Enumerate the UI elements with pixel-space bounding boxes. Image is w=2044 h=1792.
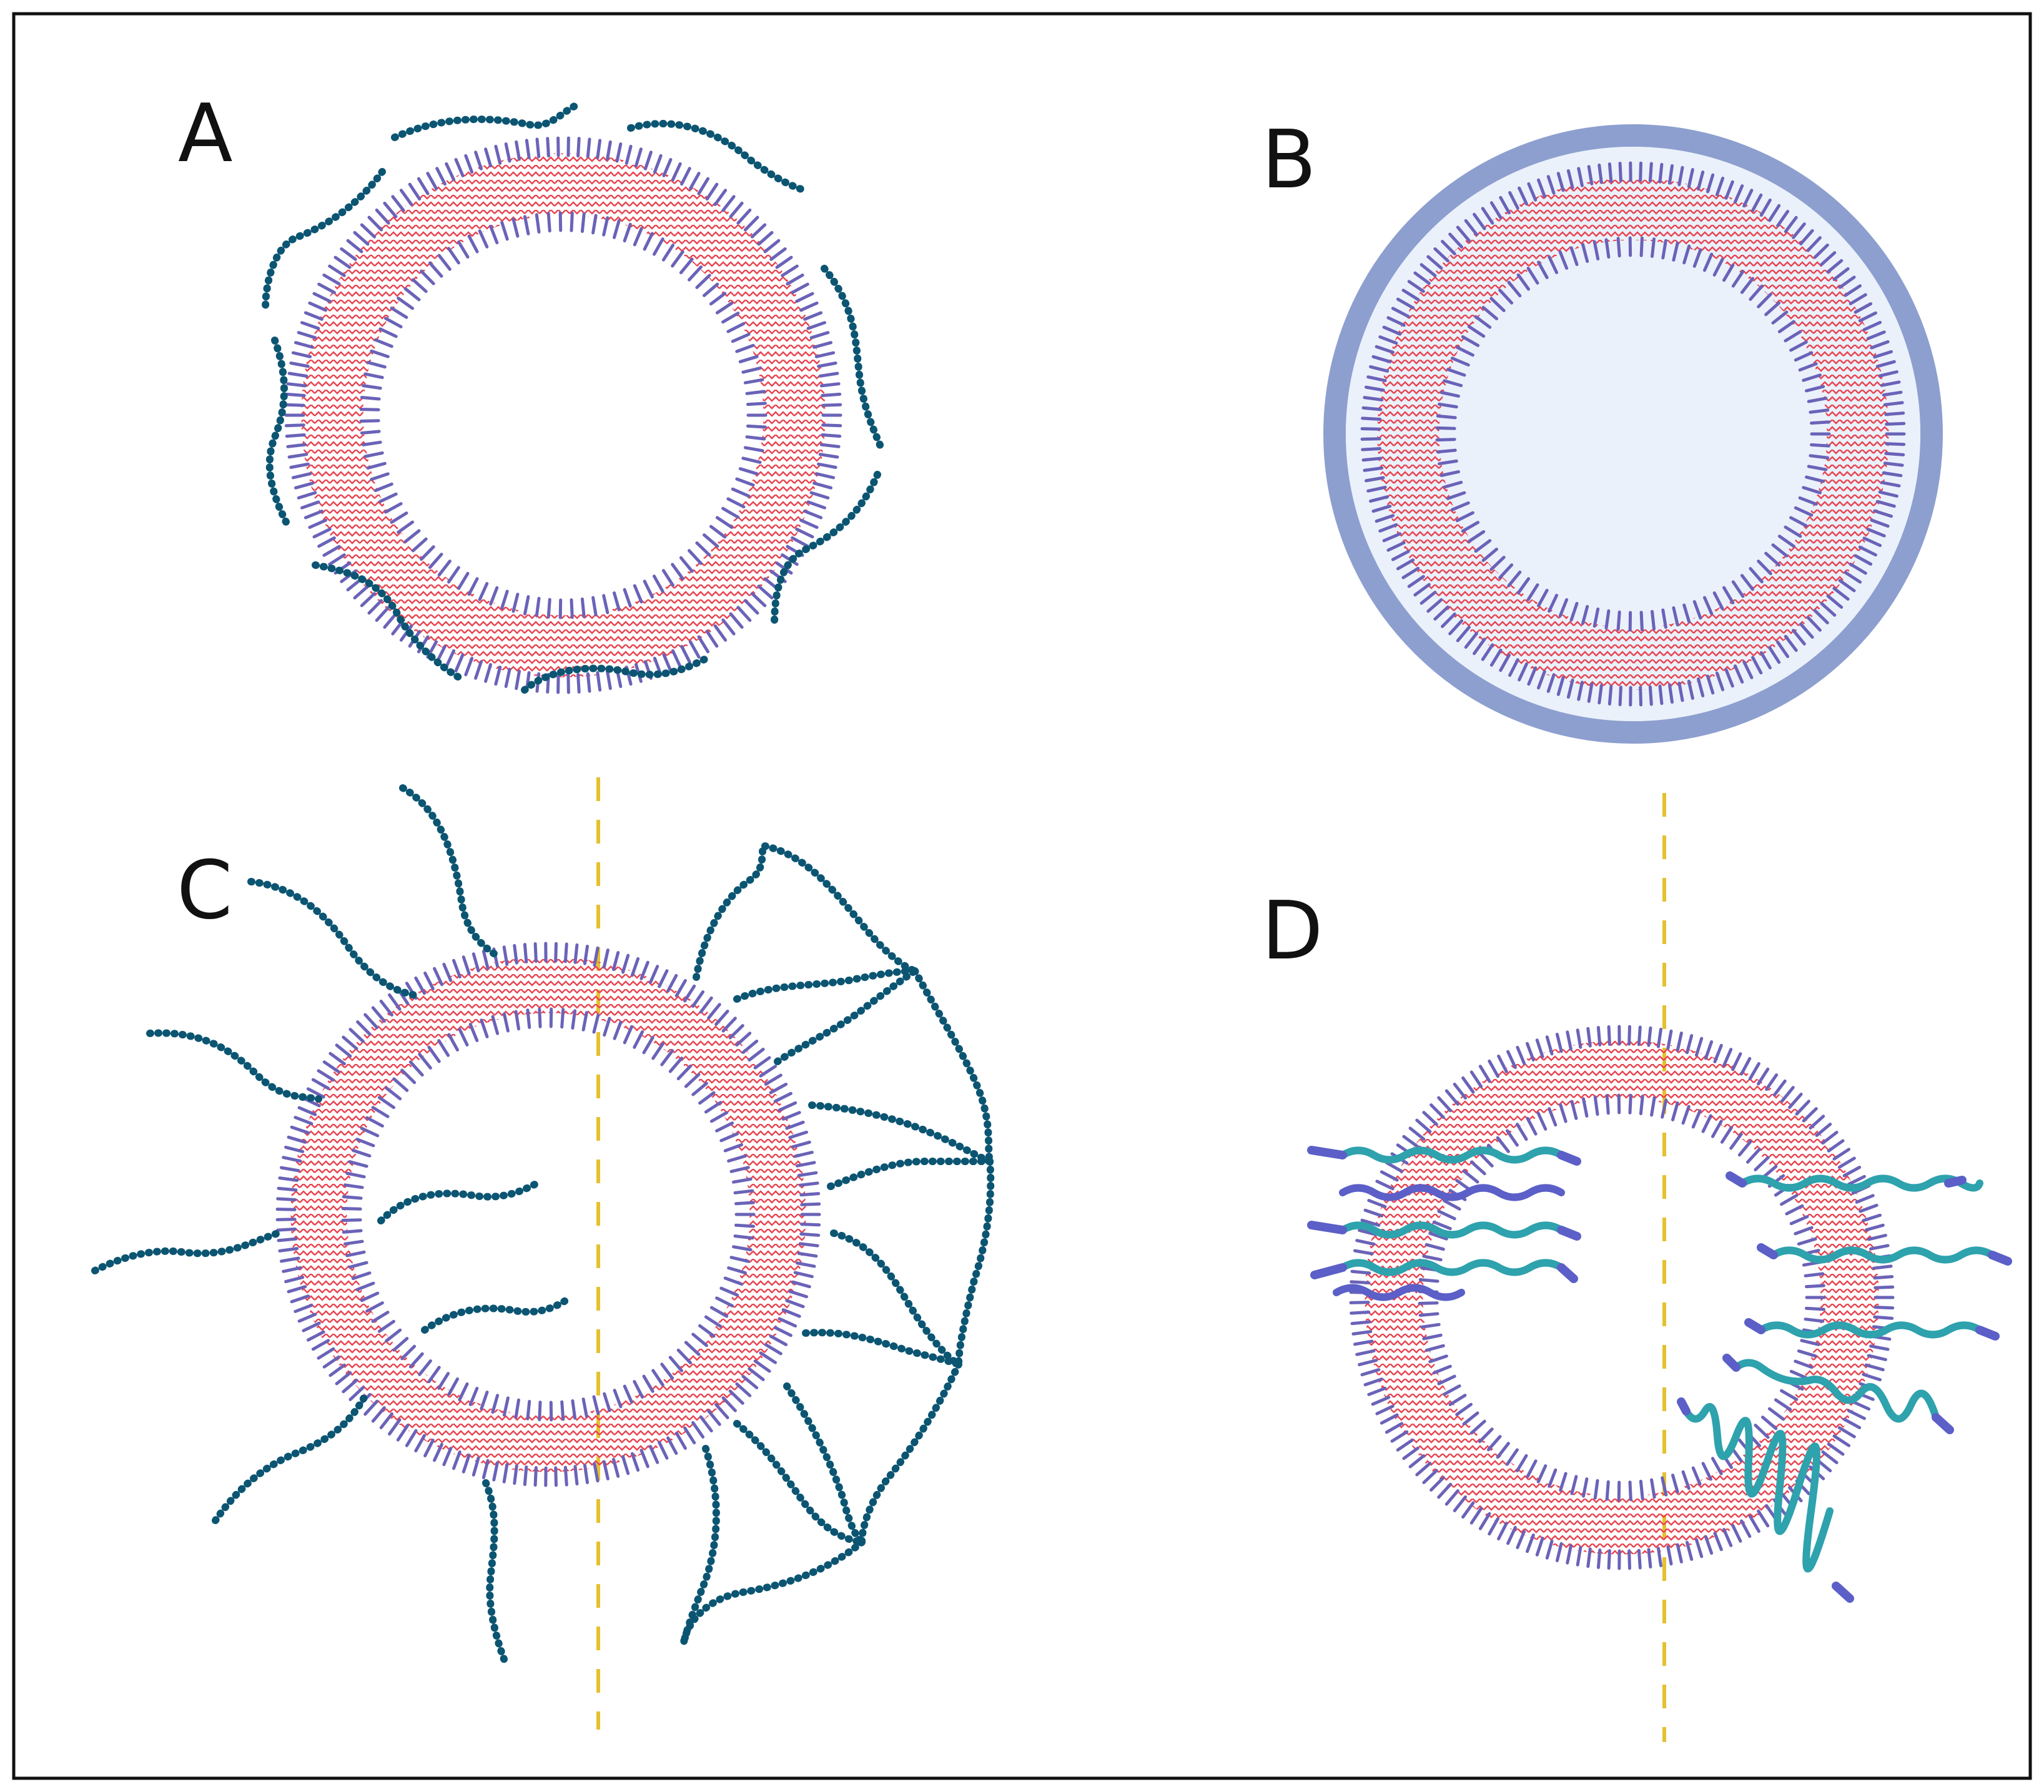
inserted-chain-end xyxy=(1307,1146,1347,1159)
inner-lipid-heads xyxy=(359,211,768,619)
polymer-chain xyxy=(91,1229,282,1274)
polymer-chain xyxy=(212,1392,369,1524)
polymer-chain xyxy=(421,1295,572,1334)
polymer-chain xyxy=(399,784,500,959)
outer-lipid-heads xyxy=(1360,161,1906,707)
outer-lipid-heads xyxy=(275,942,821,1487)
polymer-chain xyxy=(377,1179,541,1224)
inserted-chain-end xyxy=(1932,1413,1954,1434)
inserted-chain-end xyxy=(1832,1582,1854,1603)
crosslinked-network xyxy=(680,842,995,1646)
membrane-c xyxy=(275,942,821,1487)
inserted-chain-end xyxy=(1557,1263,1578,1283)
lipid-tail-band xyxy=(301,153,826,677)
lipid-tail-band xyxy=(1377,178,1889,690)
polymer-chain xyxy=(821,265,884,450)
polymer-chain xyxy=(955,1158,995,1368)
grafted-chains-outer xyxy=(91,784,510,1668)
grafted-chains-inner xyxy=(377,1179,572,1334)
inserted-chain-end xyxy=(1944,1176,1967,1188)
polymer-chain xyxy=(808,1101,994,1165)
polymer-chain xyxy=(680,1445,720,1646)
polymer-chain xyxy=(391,102,578,141)
inserted-chain xyxy=(1732,1359,1940,1423)
inserted-chain xyxy=(1339,1184,1565,1201)
adsorbed-chains-a xyxy=(262,102,884,694)
figure-border xyxy=(12,12,2032,1780)
inserted-chain-end xyxy=(1722,1354,1740,1372)
polymer-chain xyxy=(265,337,291,528)
inserted-chain-end xyxy=(1726,1171,1747,1188)
polymer-chain xyxy=(771,471,881,628)
polymer-chain xyxy=(146,1029,322,1103)
inserted-chain-end xyxy=(1677,1397,1691,1415)
polymer-chain xyxy=(262,168,386,313)
polymer-chain xyxy=(858,1361,962,1546)
inserted-chain-end xyxy=(1310,1263,1347,1279)
inner-lipid-heads xyxy=(341,1007,756,1422)
shell-layer xyxy=(1323,124,1943,744)
membrane-a xyxy=(284,136,842,694)
inserted-chain xyxy=(1333,1284,1465,1301)
inserted-chain-end xyxy=(1307,1221,1347,1234)
inner-lipid-heads xyxy=(1435,236,1831,632)
inserted-chain xyxy=(1682,1403,1834,1573)
inserted-chain xyxy=(1757,1321,1983,1339)
polymer-chain xyxy=(911,967,994,1165)
panel-label-d: D xyxy=(1261,885,1323,978)
inserted-chain xyxy=(1339,1146,1565,1164)
lipid-tail-band xyxy=(290,957,806,1472)
polymer-chain xyxy=(774,967,919,1065)
polymer-chain xyxy=(247,878,422,1000)
polymer-chain xyxy=(802,1329,962,1368)
polymer-chain xyxy=(627,120,809,194)
inserted-chain-end xyxy=(1557,1226,1581,1241)
inserted-chain xyxy=(1339,1221,1565,1239)
panel-label-a: A xyxy=(178,87,233,180)
inserted-chain-end xyxy=(1744,1318,1765,1334)
polymer-chain xyxy=(312,561,463,681)
polymer-chain xyxy=(830,1229,962,1368)
panel-label-b: B xyxy=(1261,114,1316,207)
inserted-chain xyxy=(1770,1246,1996,1264)
inserted-chain-end xyxy=(1557,1151,1581,1166)
inner-lipid-heads xyxy=(1418,1093,1826,1502)
inserted-chains-left xyxy=(1333,1146,1565,1301)
polymer-chain xyxy=(783,1382,866,1546)
inserted-chain-end xyxy=(1975,1326,2000,1341)
polymer-chain xyxy=(827,1157,994,1190)
inserted-chain xyxy=(1339,1259,1565,1276)
polymer-chain xyxy=(733,967,919,1003)
polymer-chain xyxy=(761,842,919,975)
polymer-chain xyxy=(733,1420,866,1546)
inserted-chain-ends xyxy=(1307,1146,2012,1603)
polymer-chain xyxy=(521,655,709,694)
inserted-chain-end xyxy=(1757,1243,1778,1259)
inserted-chain-end xyxy=(1988,1251,2012,1266)
polymer-chain xyxy=(482,1479,510,1668)
membrane-b xyxy=(1360,161,1906,707)
outer-lipid-heads xyxy=(1349,1025,1895,1570)
inserted-chains-right xyxy=(1682,1174,1996,1573)
polymer-chain xyxy=(693,842,769,981)
panel-label-c: C xyxy=(177,844,232,937)
outer-lipid-heads xyxy=(284,136,842,694)
